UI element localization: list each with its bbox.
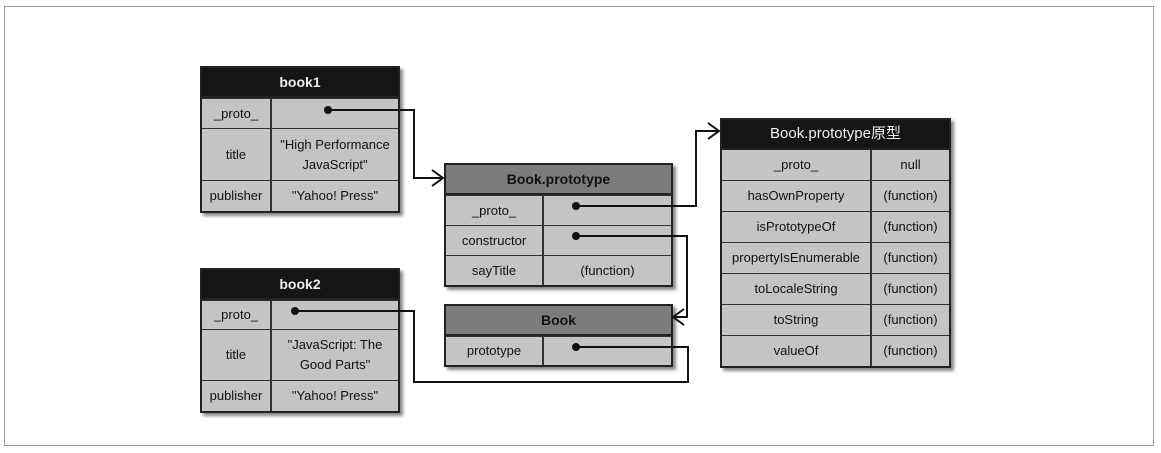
object-prototype-row: propertyIsEnumerable (function) [722,242,949,273]
value: (function) [883,219,938,234]
value: "Yahoo! Press" [291,388,379,403]
key: title [202,129,272,180]
book-prototype-row-constructor: constructor [446,225,671,255]
key: title [202,330,272,380]
object-prototype-header: Book.prototype原型 [722,120,949,150]
pointer-dot [324,106,332,114]
value: "JavaScript: The Good Parts" [287,337,383,372]
value: "Yahoo! Press" [291,188,379,203]
book-prototype-header: Book.prototype [446,165,671,195]
book1-header: book1 [202,68,398,98]
book1-row-proto: _proto_ [202,98,398,128]
value: (function) [883,343,938,358]
book-prototype-row-saytitle: sayTitle (function) [446,255,671,285]
book2-proto-arrow [295,310,689,383]
key: _proto_ [722,150,872,180]
value: null [900,157,921,172]
object-prototype-object: Book.prototype原型 _proto_ null hasOwnProper… [720,118,951,368]
key: publisher [202,381,272,411]
book1-row-title: title"High Performance JavaScript" [202,128,398,180]
pointer-dot [572,232,580,240]
value: (function) [883,312,938,327]
value: "High Performance JavaScript" [280,136,390,172]
book1-row-publisher: publisher "Yahoo! Press" [202,180,398,211]
book2-header: book2 [202,270,398,300]
proto-chain-arrow [576,130,718,207]
value: (function) [580,262,635,278]
constructor-arrow [576,235,688,318]
object-prototype-row: toString (function) [722,304,949,335]
value: (function) [883,188,938,203]
arrowhead [431,169,445,187]
book1-object: book1 _proto_ title"High Performance Jav… [200,66,400,213]
book2-object: book2 _proto_ title "JavaScript: The Good… [200,268,400,413]
key: propertyIsEnumerable [722,243,872,273]
object-prototype-row: isPrototypeOf (function) [722,211,949,242]
book2-row-proto: _proto_ [202,300,398,329]
arrowhead [671,308,685,326]
book-row-prototype: prototype [446,336,671,365]
object-prototype-row: toLocaleString (function) [722,273,949,304]
book1-proto-arrow [328,109,442,179]
key: publisher [202,181,272,211]
key: isPrototypeOf [722,212,872,242]
pointer-dot [572,343,580,351]
book2-row-title: title "JavaScript: The Good Parts" [202,329,398,380]
arrowhead [707,122,721,140]
object-prototype-row: valueOf (function) [722,335,949,366]
book-header: Book [446,306,671,336]
object-prototype-row: hasOwnProperty (function) [722,180,949,211]
book2-row-publisher: publisher "Yahoo! Press" [202,380,398,411]
object-prototype-row: _proto_ null [722,150,949,180]
pointer-dot [572,202,580,210]
book-prototype-object: Book.prototype _proto_ constructor sayTi… [444,163,673,287]
key: _proto_ [202,99,272,128]
key: constructor [446,226,544,255]
book-prototype-row-proto: _proto_ [446,195,671,225]
book-constructor-object: Book prototype [444,304,673,367]
value: (function) [883,250,938,265]
key: sayTitle [446,256,544,285]
key: _proto_ [202,301,272,329]
key: _proto_ [446,196,544,225]
key: hasOwnProperty [722,181,872,211]
key: toLocaleString [722,274,872,304]
key: valueOf [722,336,872,366]
key: prototype [446,337,544,365]
value: (function) [883,281,938,296]
key: toString [722,305,872,335]
diagram-frame [4,6,1154,446]
pointer-dot [291,307,299,315]
